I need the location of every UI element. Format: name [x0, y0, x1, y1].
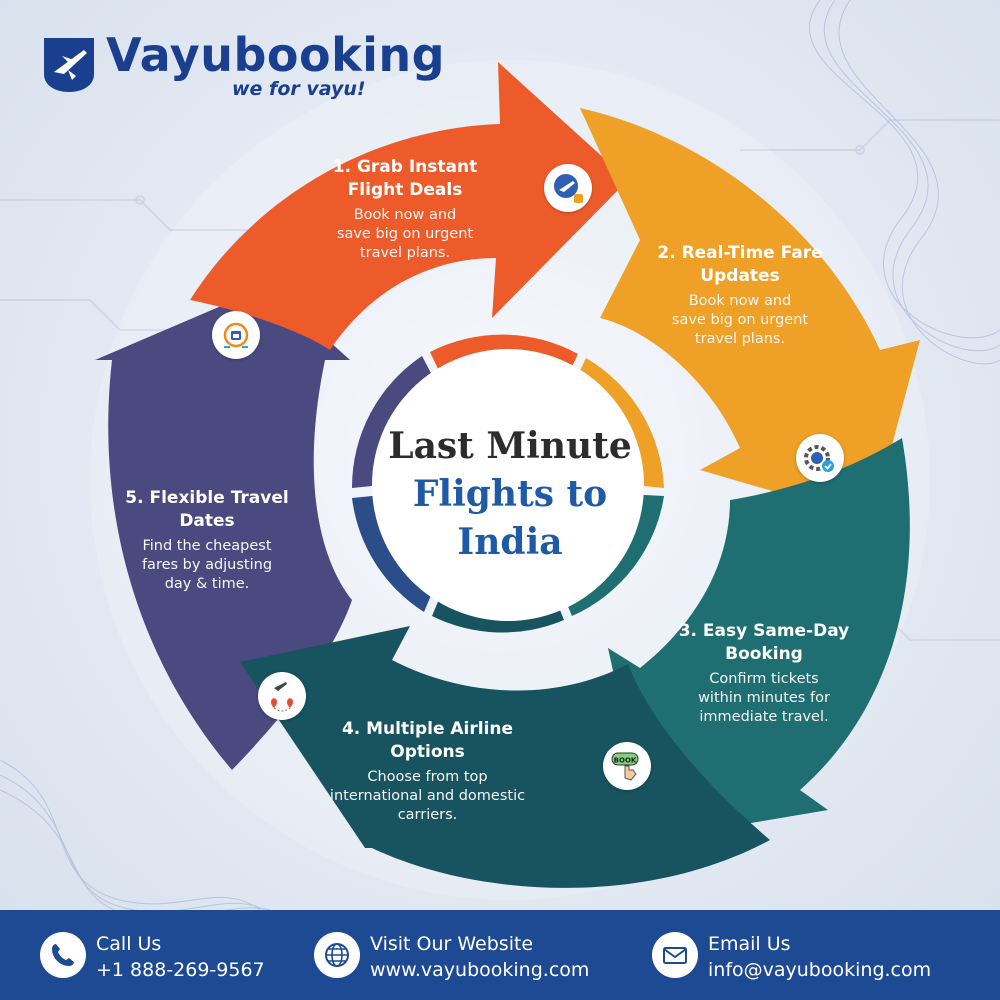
website-label: Visit Our Website: [370, 933, 534, 955]
arrow-segment-1: [190, 62, 628, 350]
brand-logo: Vayubooking we for vayu!: [40, 28, 445, 108]
globe-icon-wrap: [314, 932, 360, 978]
globe-icon: [325, 943, 349, 967]
contact-website[interactable]: Visit Our Website www.vayubooking.com: [314, 932, 624, 982]
phone-icon-wrap: [40, 932, 86, 978]
book-button-hand-icon: BOOK: [603, 742, 651, 790]
call-us-label: Call Us: [96, 933, 162, 955]
airplane-route-pins-icon: [258, 672, 306, 720]
center-title-line2: Flights to: [412, 473, 608, 515]
contact-call[interactable]: Call Us +1 888-269-9567: [40, 932, 280, 982]
center-title-line3: India: [457, 521, 563, 563]
envelope-icon-wrap: [652, 932, 698, 978]
contact-email[interactable]: Email Us info@vayubooking.com: [652, 932, 972, 982]
brand-name: Vayubooking: [106, 28, 446, 82]
phone-number[interactable]: +1 888-269-9567: [96, 959, 265, 981]
gear-clock-icon: [796, 434, 844, 482]
brand-tagline: we for vayu!: [232, 78, 366, 100]
email-label: Email Us: [708, 933, 791, 955]
arrow-segment-2: [580, 108, 920, 520]
arrow-segment-3: [608, 438, 910, 840]
calendar-clock-icon: [212, 311, 260, 359]
svg-text:BOOK: BOOK: [614, 757, 637, 765]
contact-footer: Call Us +1 888-269-9567 Visit Our Websit…: [0, 910, 1000, 1000]
center-title-line1: Last Minute: [388, 425, 632, 467]
website-link[interactable]: www.vayubooking.com: [370, 959, 590, 981]
arrow-segment-4: [240, 626, 770, 888]
airplane-logo-icon: [44, 38, 94, 92]
arrow-segment-5: [95, 286, 352, 770]
phone-icon: [52, 944, 74, 966]
airplane-price-tag-icon: [544, 164, 592, 212]
email-address[interactable]: info@vayubooking.com: [708, 959, 932, 981]
center-title: Last Minute Flights to India: [372, 422, 648, 566]
center-circle: [372, 349, 644, 621]
envelope-icon: [663, 947, 687, 964]
